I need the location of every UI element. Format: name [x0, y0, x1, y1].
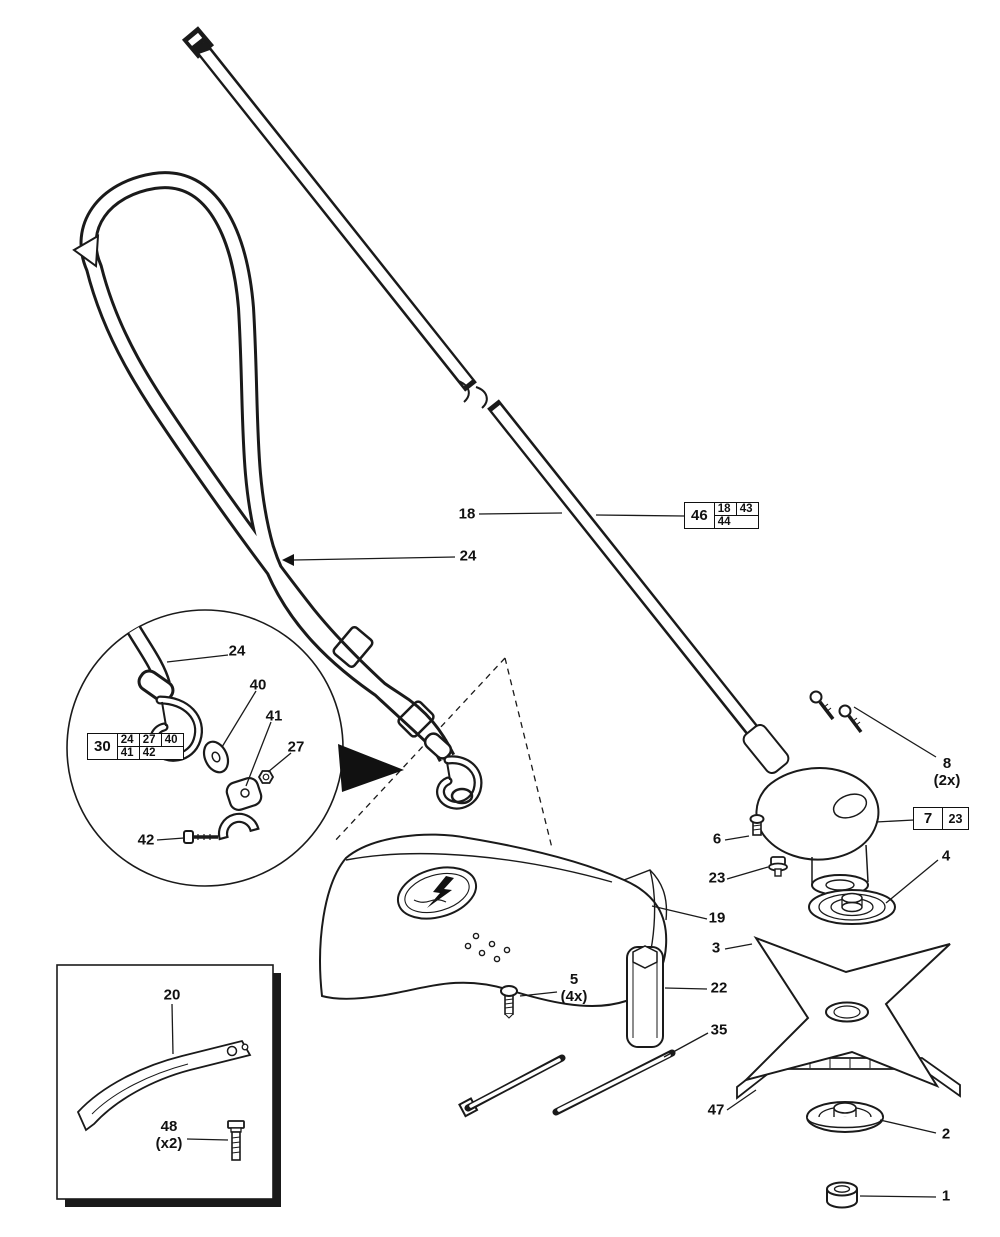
upper-flange-part	[808, 889, 896, 925]
strap-loop-end	[137, 669, 175, 703]
group-box-strap-cell: 41	[120, 747, 134, 759]
brand-logo	[396, 866, 478, 920]
callout-shaft: 18	[458, 505, 476, 523]
socket-wrench-tool	[626, 945, 664, 1048]
leader-lines	[156, 512, 939, 1198]
callout-blade: 3	[711, 939, 721, 957]
callout-transport-guard: 47	[707, 1101, 725, 1119]
deflector-guard	[319, 833, 668, 1007]
guard-holes	[464, 932, 511, 963]
group-box-strap: 30 24 27 40 41 42	[87, 733, 184, 760]
lightning-bolt-icon	[427, 876, 454, 908]
callout-lower-flange: 2	[941, 1125, 951, 1143]
callout-nut-small: 27	[287, 738, 305, 756]
leader-arrowhead	[282, 554, 294, 566]
drive-shaft	[181, 26, 766, 745]
hook-plate-part	[202, 740, 230, 774]
callout-guard-screw-number: 5	[569, 971, 579, 989]
lower-flange-part	[806, 1101, 884, 1133]
callout-guard-screw: 5 (4x)	[560, 971, 588, 1006]
group-box-shaft-cell: 44	[717, 516, 731, 528]
locking-rods	[458, 1049, 676, 1118]
callout-strap-detail: 24	[228, 642, 246, 660]
shaft-collar	[742, 724, 790, 774]
strap-hook-assembly	[423, 732, 483, 810]
bracket-screw-part	[227, 1120, 245, 1161]
callout-clamp-screw: 42	[137, 831, 155, 849]
strap-keeper	[397, 700, 435, 738]
callout-strap: 24	[459, 547, 477, 565]
group-box-strap-main: 30	[94, 738, 111, 755]
cutting-blade	[742, 935, 951, 1089]
gearhead-assembly	[742, 690, 880, 896]
small-nut-part	[257, 770, 275, 784]
group-box-shaft-cell: 18	[717, 503, 731, 515]
gearhead-screws	[809, 690, 863, 734]
group-box-shaft-cell: 43	[735, 503, 758, 515]
callout-bracket-screw-qty: (x2)	[155, 1135, 183, 1152]
callout-hook-plate: 40	[249, 676, 267, 694]
callout-upper-flange: 4	[941, 847, 951, 865]
callout-mount-bolt: 6	[712, 830, 722, 848]
bracket-part	[76, 1039, 252, 1132]
callout-socket-wrench: 22	[710, 979, 728, 997]
flange-bolt-part	[768, 856, 788, 877]
callout-hook-cover: 41	[265, 707, 283, 725]
alignment-dashed-lines	[332, 657, 553, 849]
shaft-clamp-part	[217, 812, 260, 841]
callout-gear-screws: 8 (2x)	[933, 755, 961, 790]
gearhead-housing	[755, 767, 880, 861]
callout-deflector: 19	[708, 909, 726, 927]
guard-screw	[500, 985, 518, 1019]
pointer-arrow	[338, 744, 404, 792]
shoulder-strap	[72, 171, 456, 763]
bracket-inset-box	[56, 964, 281, 1207]
group-box-gearhead: 7 23	[913, 807, 969, 830]
callout-bracket: 20	[163, 986, 181, 1004]
group-box-strap-cell: 40	[160, 734, 183, 746]
callout-gear-screws-qty: (2x)	[933, 772, 961, 789]
callout-bracket-screw: 48 (x2)	[155, 1118, 183, 1153]
callout-bracket-screw-number: 48	[160, 1118, 178, 1136]
callout-locking-rod: 35	[710, 1021, 728, 1039]
clamp-screw-part	[183, 830, 194, 844]
group-box-strap-cell: 42	[138, 747, 161, 759]
callout-blade-nut: 1	[941, 1187, 951, 1205]
group-box-gearhead-main: 7	[923, 810, 933, 827]
callout-gear-screws-number: 8	[942, 755, 952, 773]
hook-cover-part	[225, 776, 263, 812]
group-box-shaft-main: 46	[691, 507, 708, 524]
callout-flange-bolt: 23	[708, 869, 726, 887]
group-box-gearhead-cell: 23	[948, 811, 963, 826]
group-box-strap-cell: 27	[138, 734, 161, 746]
strap-keeper	[332, 626, 374, 668]
group-box-shaft: 46 18 43 44	[684, 502, 759, 529]
blade-nut-part	[826, 1181, 858, 1209]
hook-ring	[450, 787, 474, 805]
mount-bolt-part	[749, 814, 765, 836]
shaft-grip-band	[192, 42, 210, 55]
group-box-strap-cell: 24	[120, 734, 134, 746]
callout-guard-screw-qty: (4x)	[560, 988, 588, 1005]
strap-fold	[72, 234, 100, 268]
